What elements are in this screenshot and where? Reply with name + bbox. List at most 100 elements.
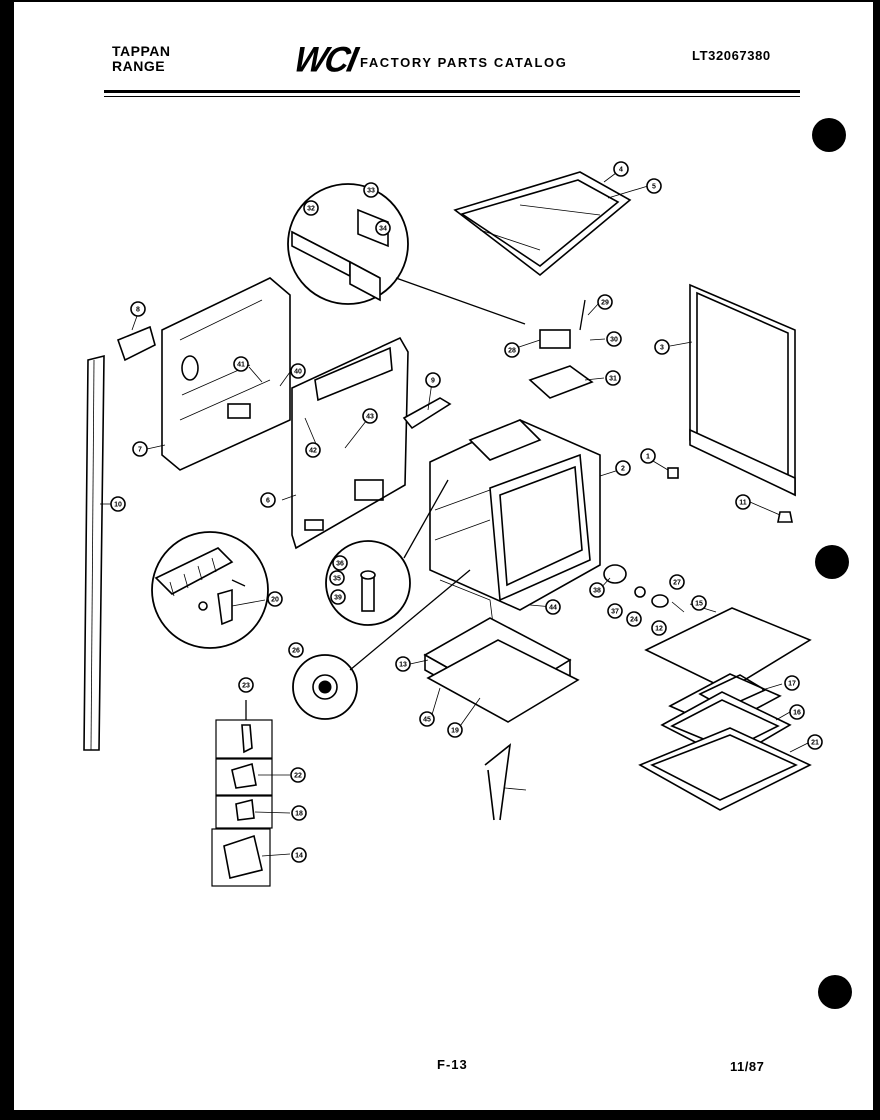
- svg-text:31: 31: [609, 376, 617, 383]
- svg-text:3: 3: [660, 345, 664, 352]
- callout-24: 24: [626, 611, 642, 627]
- callout-40: 40: [290, 363, 306, 379]
- svg-text:24: 24: [630, 617, 638, 624]
- part-control-knobs: [603, 467, 793, 613]
- callout-4: 4: [613, 161, 629, 177]
- callout-18: 18: [291, 805, 307, 821]
- svg-text:4: 4: [619, 167, 623, 174]
- callout-43: 43: [362, 408, 378, 424]
- callout-27: 27: [669, 574, 685, 590]
- detail-circle-bushing: [325, 479, 449, 626]
- callout-37: 37: [607, 603, 623, 619]
- svg-text:26: 26: [292, 648, 300, 655]
- callout-34: 34: [375, 220, 391, 236]
- svg-text:42: 42: [309, 448, 317, 455]
- detail-circle-knob: [292, 569, 471, 720]
- callout-36: 36: [332, 555, 348, 571]
- svg-text:28: 28: [508, 348, 516, 355]
- svg-text:22: 22: [294, 773, 302, 780]
- svg-text:45: 45: [423, 717, 431, 724]
- svg-text:20: 20: [271, 597, 279, 604]
- svg-text:18: 18: [295, 811, 303, 818]
- header-rule: [104, 90, 800, 93]
- svg-text:41: 41: [237, 362, 245, 369]
- callout-33: 33: [363, 182, 379, 198]
- svg-text:43: 43: [366, 414, 374, 421]
- part-left-side-panel: [116, 277, 291, 471]
- callout-17: 17: [784, 675, 800, 691]
- svg-text:38: 38: [593, 588, 601, 595]
- binder-hole-bottom: [818, 975, 852, 1009]
- leader-lines: [100, 302, 809, 857]
- svg-text:36: 36: [336, 561, 344, 568]
- callout-2: 2: [615, 460, 631, 476]
- svg-text:1: 1: [646, 454, 650, 461]
- binder-hole-top: [812, 118, 846, 152]
- callout-38: 38: [589, 582, 605, 598]
- callout-30: 30: [606, 331, 622, 347]
- svg-text:5: 5: [652, 184, 656, 191]
- part-bracket-9: [402, 397, 452, 430]
- svg-text:13: 13: [399, 662, 407, 669]
- svg-text:44: 44: [549, 605, 557, 612]
- svg-text:39: 39: [334, 595, 342, 602]
- svg-text:34: 34: [379, 226, 387, 233]
- brand-line-2: RANGE: [112, 58, 166, 74]
- svg-text:30: 30: [610, 337, 618, 344]
- part-back-panel: [281, 336, 409, 550]
- callout-35: 35: [329, 570, 345, 586]
- model-number: LT32067380: [692, 48, 771, 63]
- svg-text:35: 35: [333, 576, 341, 583]
- part-side-strip: [83, 354, 105, 751]
- detail-circle-terminal: [151, 531, 269, 649]
- svg-text:15: 15: [695, 601, 703, 608]
- callout-44: 44: [545, 599, 561, 615]
- svg-text:23: 23: [242, 683, 250, 690]
- svg-text:8: 8: [136, 307, 140, 314]
- part-oven-cavity: [429, 419, 601, 641]
- callout-9: 9: [425, 372, 441, 388]
- callout-22: 22: [290, 767, 306, 783]
- callout-1: 1: [640, 448, 656, 464]
- callout-8: 8: [130, 301, 146, 317]
- callout-23: 23: [238, 677, 254, 693]
- callout-11: 11: [735, 494, 751, 510]
- catalog-title: FACTORY PARTS CATALOG: [360, 55, 568, 70]
- callout-12: 12: [651, 620, 667, 636]
- callout-28: 28: [504, 342, 520, 358]
- svg-text:7: 7: [138, 447, 142, 454]
- svg-text:19: 19: [451, 728, 459, 735]
- part-burner-14: [484, 743, 512, 821]
- callout-7: 7: [132, 441, 148, 457]
- callout-32: 32: [303, 200, 319, 216]
- svg-text:21: 21: [811, 740, 819, 747]
- callout-14: 14: [291, 847, 307, 863]
- svg-text:33: 33: [367, 188, 375, 195]
- svg-text:11: 11: [739, 500, 747, 507]
- callout-31: 31: [605, 370, 621, 386]
- svg-text:27: 27: [673, 580, 681, 587]
- callout-15: 15: [691, 595, 707, 611]
- part-top-cover: [453, 169, 649, 277]
- part-terminal-boxes: [211, 700, 273, 887]
- brand-block: TAPPAN RANGE: [112, 44, 170, 74]
- callout-6: 6: [260, 492, 276, 508]
- page-number: F-13: [437, 1057, 468, 1072]
- callout-16: 16: [789, 704, 805, 720]
- revision-date: 11/87: [730, 1059, 765, 1074]
- callout-39: 39: [330, 589, 346, 605]
- svg-text:12: 12: [655, 626, 663, 633]
- brand-line-1: TAPPAN: [112, 43, 171, 59]
- svg-text:29: 29: [601, 300, 609, 307]
- svg-text:2: 2: [621, 466, 625, 473]
- callout-20: 20: [267, 591, 283, 607]
- callout-42: 42: [305, 442, 321, 458]
- svg-text:10: 10: [114, 502, 122, 509]
- part-oven-racks: [638, 607, 812, 811]
- svg-text:17: 17: [788, 681, 796, 688]
- part-switch-assembly: [528, 299, 594, 399]
- detail-circle-bracket: [287, 183, 526, 325]
- callout-41: 41: [233, 356, 249, 372]
